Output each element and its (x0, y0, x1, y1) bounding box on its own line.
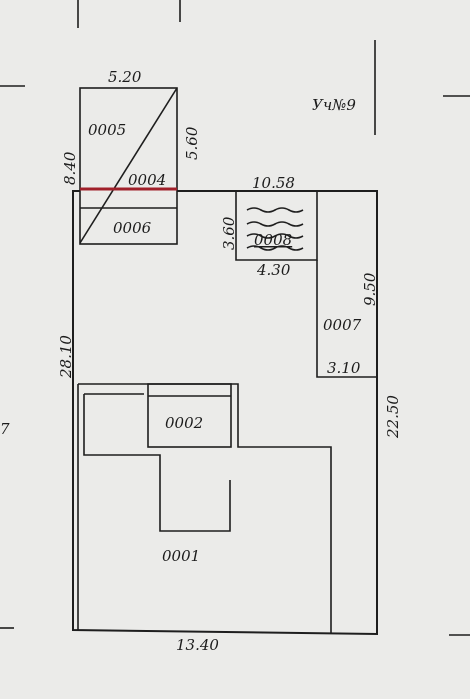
room-0001-label: 0001 (162, 547, 200, 565)
dim-top-10-58: 10.58 (252, 174, 295, 192)
dim-bottom-4-30: 4.30 (256, 261, 291, 279)
parcel-label: Уч№9 (312, 96, 356, 114)
dim-right-5-60: 5.60 (183, 126, 201, 160)
page-marks (0, 0, 470, 636)
dim-left-28-10: 28.10 (57, 335, 75, 379)
parcel-outline (72, 190, 378, 636)
building-0002 (147, 383, 232, 448)
room-0008-label: 0008 (254, 231, 292, 249)
dim-right-9-50: 9.50 (361, 272, 379, 306)
room-0006-label: 0006 (113, 219, 152, 237)
dim-bottom-13-40: 13.40 (176, 636, 219, 654)
dim-left-8-40: 8.40 (61, 151, 79, 185)
room-0005-label: 0005 (88, 121, 126, 139)
room-0002-label: 0002 (165, 414, 203, 432)
building-0007 (316, 260, 377, 378)
dim-right-22-50: 22.50 (384, 395, 402, 439)
building-0005-0006 (79, 87, 178, 245)
dim-top-5-20: 5.20 (108, 68, 142, 86)
dim-left-3-60: 3.60 (220, 216, 238, 250)
dim-bottom-3-10: 3.10 (327, 359, 361, 377)
building-0008 (235, 191, 318, 261)
building-0001 (77, 383, 332, 634)
side-label: 7 (0, 420, 10, 438)
room-0004-label: 0004 (128, 171, 166, 189)
room-0007-label: 0007 (323, 316, 362, 334)
